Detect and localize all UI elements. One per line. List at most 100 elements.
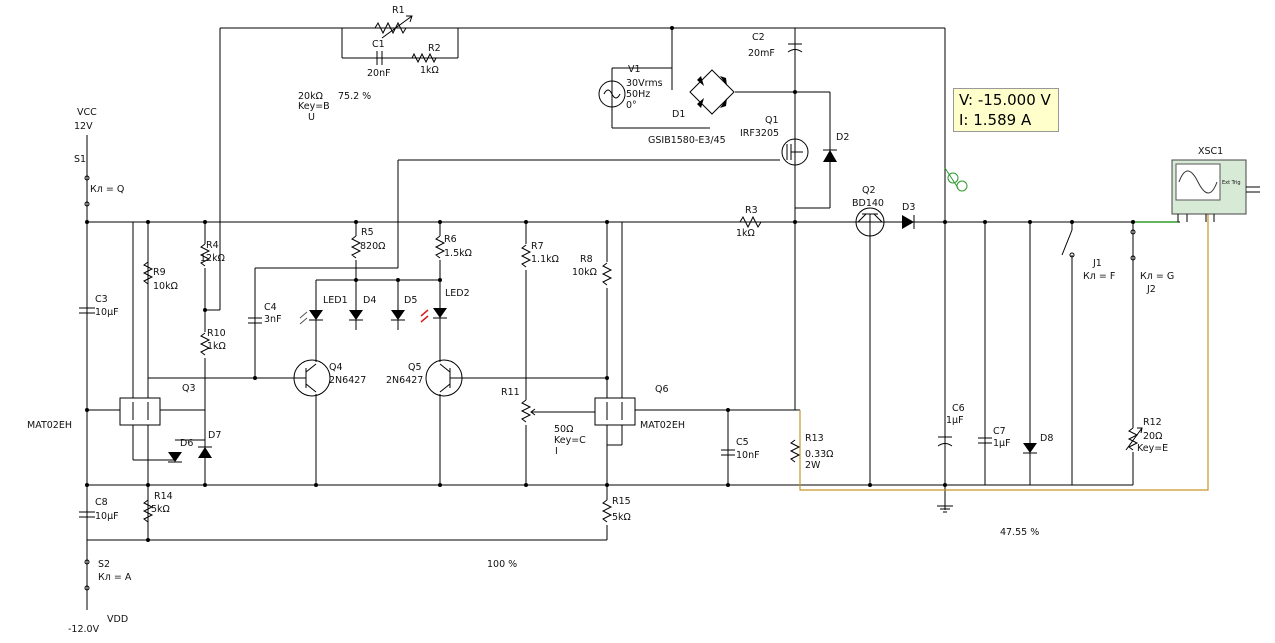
label-c3-val: 10µF: [95, 307, 119, 318]
label-c2: C2: [752, 32, 765, 43]
label-vcc-val: 12V: [74, 121, 93, 132]
transistors: [119, 138, 885, 426]
led1-light-icon: [299, 311, 308, 325]
label-mat02-right: MAT02EH: [640, 420, 685, 431]
c3-symbol: [79, 307, 95, 314]
label-r10-val: 1kΩ: [207, 341, 226, 352]
label-r2-val: 1kΩ: [420, 65, 439, 76]
label-q5-part: 2N6427: [386, 375, 423, 386]
label-c6-val: 1µF: [946, 415, 964, 426]
probe-current: I: 1.589 A: [959, 111, 1032, 129]
label-j2: J2: [1146, 284, 1156, 295]
r2-symbol: [411, 52, 437, 64]
label-led1: LED1: [323, 295, 348, 306]
r10-symbol: [199, 332, 211, 356]
label-r4-val: 12kΩ: [200, 253, 225, 264]
label-r13-w: 2W: [805, 460, 821, 471]
c8-symbol: [79, 511, 95, 518]
label-c1: C1: [372, 39, 385, 50]
r11-wiper-arrow: [530, 408, 540, 416]
label-r8: R8: [580, 254, 593, 265]
wires: [86, 27, 1180, 610]
label-r4: R4: [206, 240, 219, 251]
label-r6-val: 1.5kΩ: [444, 248, 472, 259]
probe-meter-icon: [947, 172, 968, 192]
label-c8-val: 10µF: [95, 511, 119, 522]
label-r11-key: Key=C: [554, 435, 586, 446]
label-c5-val: 10nF: [736, 450, 760, 461]
d5-symbol: [391, 310, 405, 320]
r3-symbol: [739, 215, 762, 229]
r4-symbol: [199, 243, 211, 267]
label-r5: R5: [361, 227, 374, 238]
probe-voltage: V: -15.000 V: [959, 91, 1051, 109]
label-d1-part: GSIB1580-E3/45: [648, 135, 726, 146]
q3-symbol: [119, 397, 161, 426]
label-ext-trig: Ext Trig: [1222, 180, 1241, 186]
label-r12-val: 20Ω: [1143, 431, 1162, 442]
label-r1-pct: 75.2 %: [338, 91, 371, 102]
oscilloscope-icon[interactable]: [1171, 159, 1260, 222]
label-c2-val: 20mF: [748, 48, 775, 59]
label-s1: S1: [74, 154, 86, 165]
label-c4: C4: [264, 302, 277, 313]
d2-symbol: [823, 150, 837, 162]
label-r12: R12: [1143, 417, 1162, 428]
label-v1-a: 30Vrms: [626, 78, 663, 89]
c4-symbol: [248, 317, 262, 324]
led2-symbol: [433, 308, 447, 318]
label-r1-u: U: [308, 112, 315, 123]
label-c7: C7: [993, 426, 1006, 437]
d1-bridge-symbol: [689, 69, 735, 115]
q5-symbol: [425, 359, 463, 397]
c7-symbol: [978, 437, 992, 444]
label-q3: Q3: [182, 383, 196, 394]
label-r1-key: Key=B: [298, 101, 330, 112]
label-r14: R14: [154, 491, 173, 502]
label-s2-key: Кл = A: [98, 572, 132, 583]
component-labels: R1 C1 20nF R2 1kΩ 20kΩ 75.2 % Key=B U VC…: [27, 5, 1241, 635]
label-d4: D4: [363, 295, 376, 306]
r6-symbol: [434, 235, 446, 259]
q1-symbol: [781, 138, 809, 166]
d8-symbol: [1023, 443, 1037, 453]
label-v1-b: 50Hz: [626, 89, 650, 100]
c2-symbol: [787, 43, 803, 53]
j2-symbol: [1130, 229, 1136, 261]
label-vdd-val: -12.0V: [68, 624, 100, 635]
label-r9-val: 10kΩ: [153, 281, 178, 292]
r15-symbol: [601, 499, 613, 523]
label-xsc1: XSC1: [1198, 146, 1223, 157]
label-r1: R1: [392, 5, 405, 16]
label-pct-4755: 47.55 %: [1000, 527, 1039, 538]
label-r5-val: 820Ω: [360, 241, 385, 252]
q4-symbol: [293, 359, 331, 397]
label-r14-val: 5kΩ: [151, 504, 170, 515]
label-q4: Q4: [329, 362, 343, 373]
label-d3: D3: [902, 202, 915, 213]
label-d5: D5: [404, 295, 417, 306]
label-d6: D6: [180, 438, 193, 449]
r12-wiper-arrow: [1125, 427, 1143, 451]
label-r15: R15: [612, 496, 631, 507]
probe-readout: V: -15.000 V I: 1.589 A: [953, 88, 1059, 132]
label-r13-val: 0.33Ω: [805, 449, 833, 460]
label-d7: D7: [208, 430, 221, 441]
probe-traces: [799, 167, 1209, 491]
c6-symbol: [937, 436, 953, 447]
label-r2: R2: [428, 43, 441, 54]
label-r1-val: 20kΩ: [298, 91, 323, 102]
c1-symbol: [375, 51, 390, 65]
label-j1-key: Кл = F: [1083, 271, 1115, 282]
junction-dots: [85, 26, 1135, 542]
label-r11-val: 50Ω: [554, 424, 573, 435]
label-r15-val: 5kΩ: [612, 512, 631, 523]
capacitors: [79, 43, 992, 518]
r7-symbol: [520, 244, 532, 268]
label-r12-key: Key=E: [1137, 443, 1168, 454]
label-r9: R9: [153, 267, 166, 278]
ground-icon: [937, 505, 953, 513]
label-c7-val: 1µF: [993, 438, 1011, 449]
switches: [84, 175, 1136, 591]
